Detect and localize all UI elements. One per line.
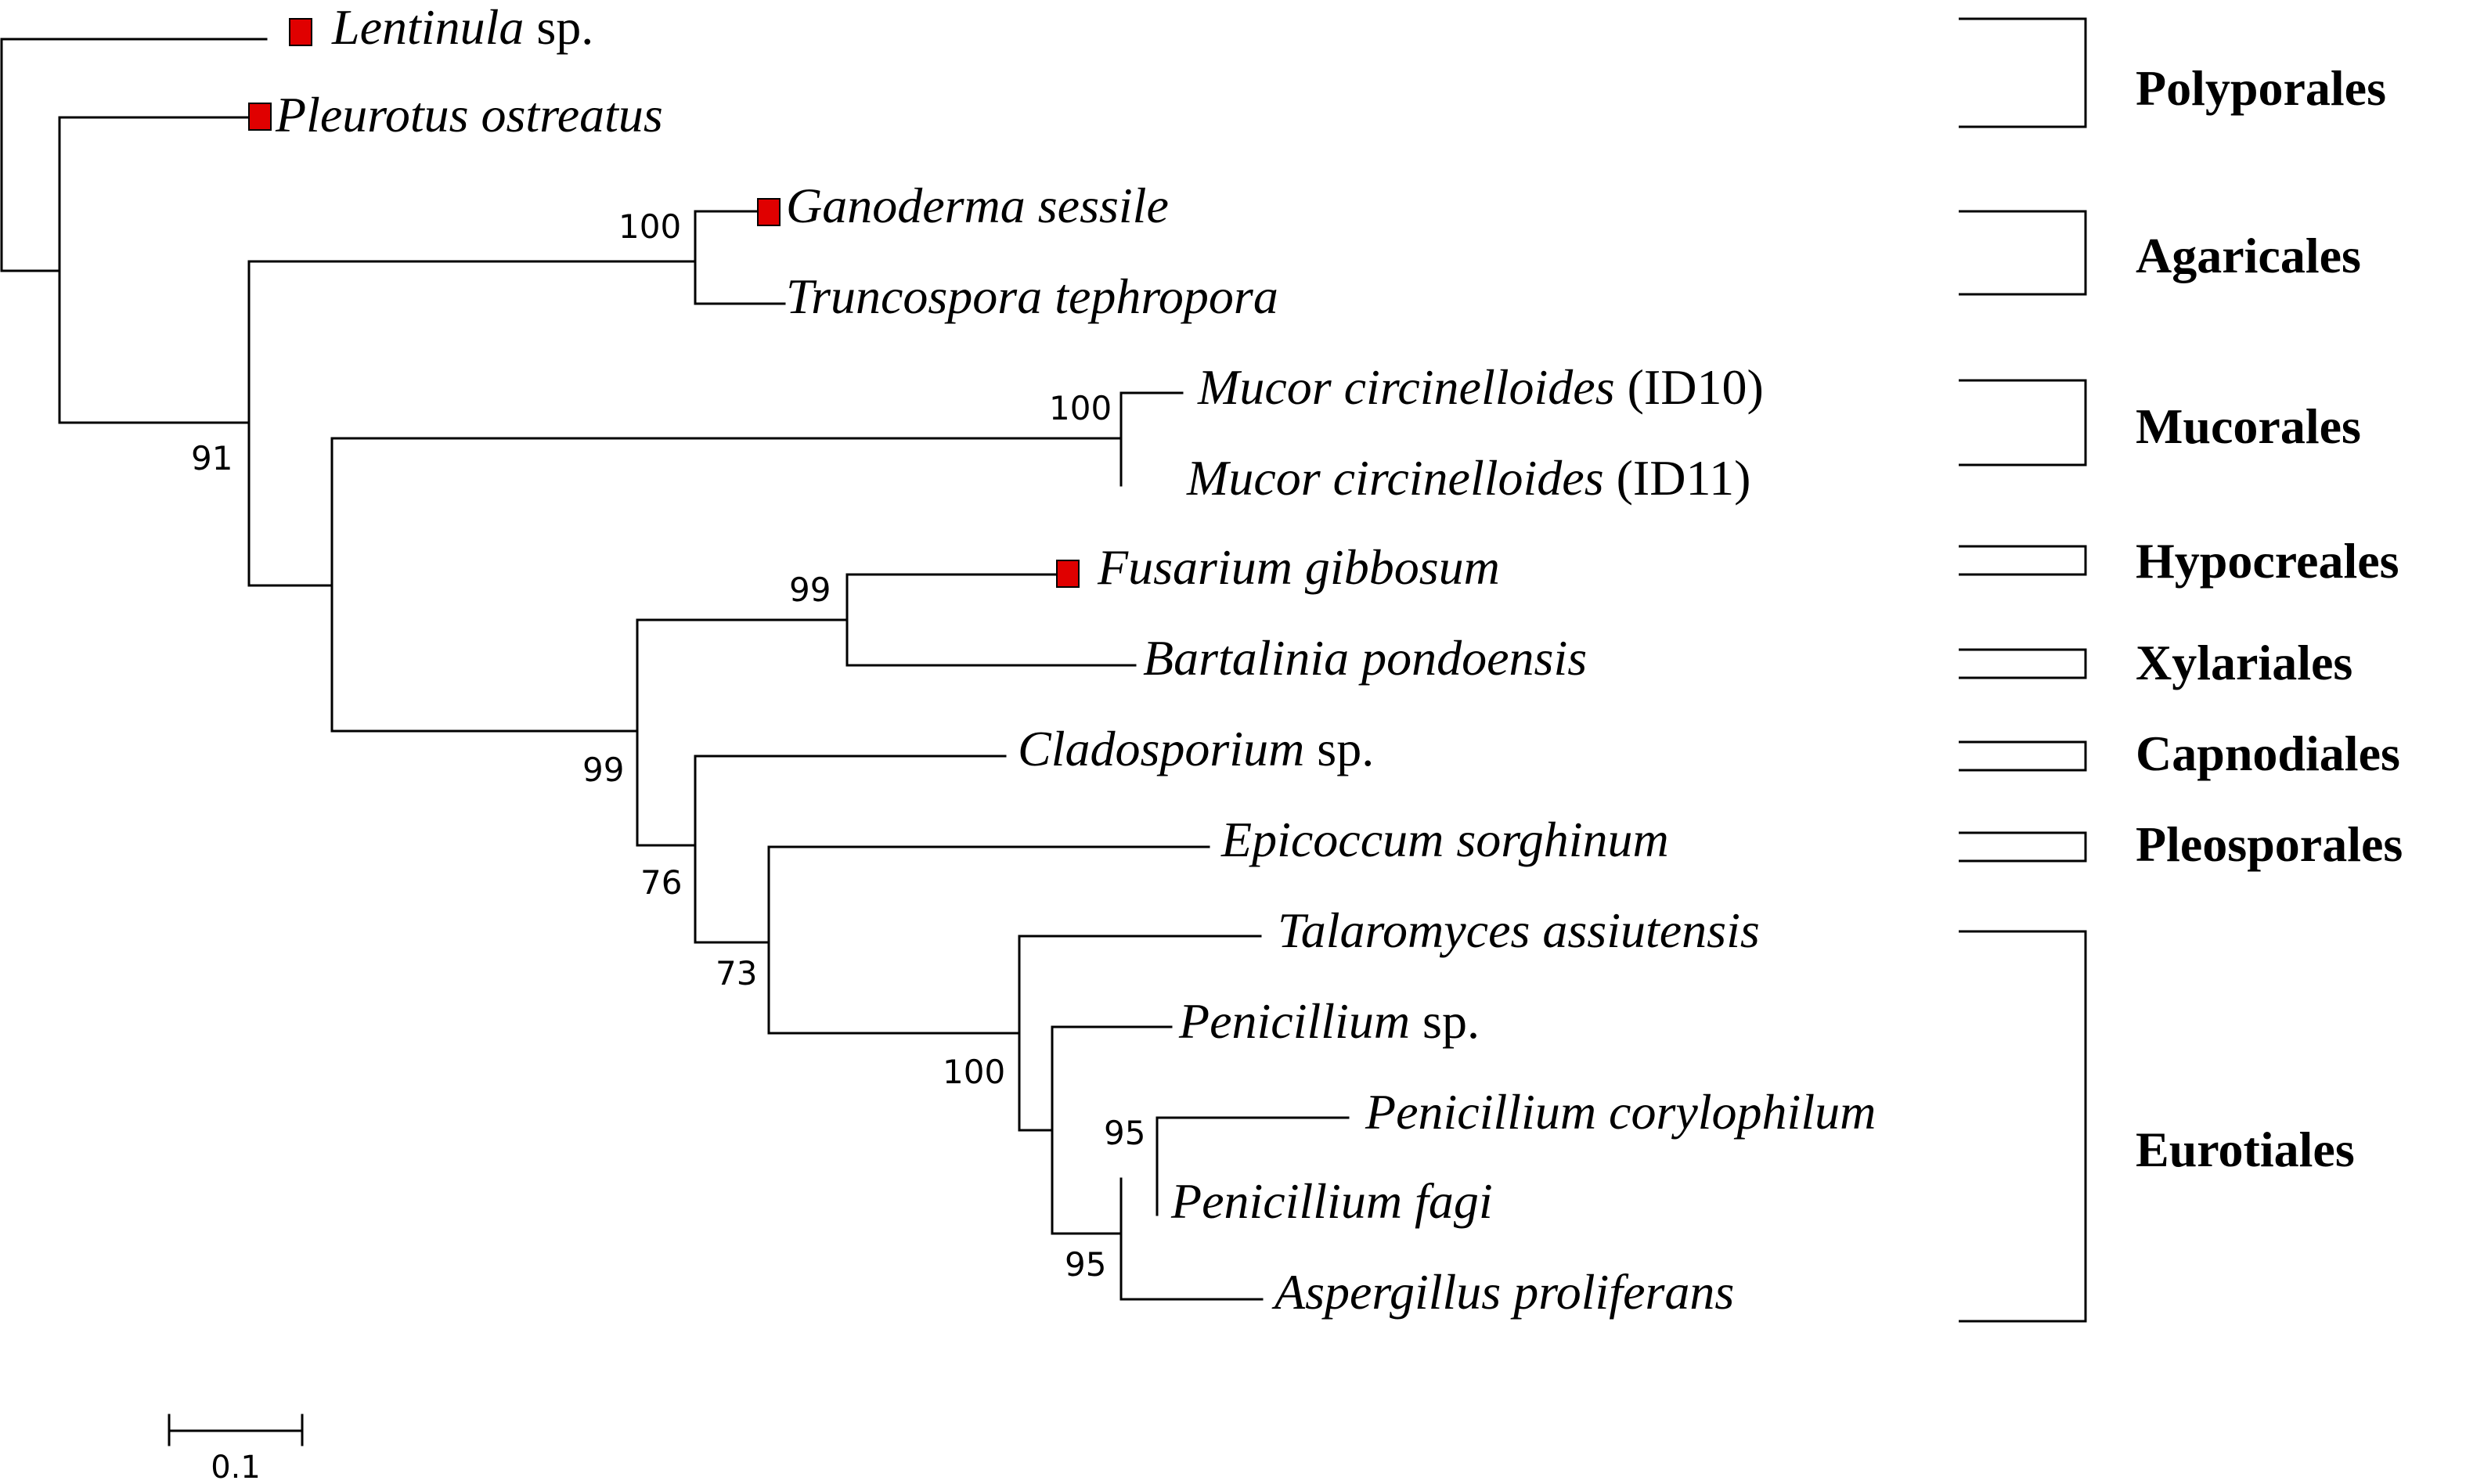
- marker-square-fusarium: [1056, 560, 1080, 588]
- branch-node-b: [247, 260, 697, 587]
- taxon-label-bartalinia: Bartalinia pondoensis: [1143, 630, 1587, 686]
- branch-ganoderma-clade: [694, 210, 786, 305]
- branch-node-d: [636, 618, 849, 847]
- order-label-agaricales: Agaricales: [2136, 228, 2361, 283]
- taxon-label-cladosporium: Cladosporium sp.: [1018, 721, 1374, 776]
- bracket-capnodiales: [1959, 740, 2087, 772]
- bootstrap-label: 100: [618, 207, 681, 246]
- bracket-mucorales: [1959, 379, 2087, 466]
- taxon-label-mucor-id11: Mucor circinelloides (ID11): [1186, 450, 1750, 506]
- order-brackets: [1959, 17, 2087, 1323]
- bootstrap-label: 100: [943, 1053, 1005, 1091]
- bootstrap-label: 95: [1065, 1245, 1106, 1284]
- bootstrap-label: 100: [1049, 389, 1112, 427]
- taxon-label-epicoccum: Epicoccum sorghinum: [1220, 812, 1669, 867]
- scale-bar: 0.1: [168, 1414, 304, 1484]
- branch-node-a: [58, 116, 251, 424]
- taxon-label-aspergillus: Aspergillus proliferans: [1271, 1264, 1734, 1320]
- branch-root: [0, 38, 268, 272]
- marker-square-pleurotus: [248, 103, 272, 131]
- taxon-label-penicillium-corylophilum: Penicillium corylophilum: [1365, 1084, 1876, 1140]
- taxon-label-penicillium-fagi: Penicillium fagi: [1170, 1173, 1493, 1229]
- order-label-capnodiales: Capnodiales: [2136, 726, 2400, 781]
- taxon-label-talaromyces: Talaromyces assiutensis: [1278, 902, 1760, 958]
- branch-node-h: [1051, 1025, 1173, 1235]
- bootstrap-label: 99: [582, 751, 624, 789]
- scale-bar-line: [168, 1414, 304, 1446]
- taxon-label-fusarium: Fusarium gibbosum: [1097, 539, 1500, 595]
- branch-node-i: [1119, 1177, 1264, 1301]
- branch-fusarium-clade: [845, 573, 1137, 667]
- bootstrap-labels: 100 100 91 99 99 76 73 100 95 95: [191, 207, 1145, 1284]
- bootstrap-label: 73: [716, 954, 757, 992]
- branch-node-g: [1018, 935, 1262, 1132]
- branch-node-c: [330, 437, 1123, 733]
- order-label-mucorales: Mucorales: [2136, 398, 2361, 454]
- bracket-agaricales: [1959, 210, 2087, 296]
- bracket-eurotiales: [1959, 930, 2087, 1323]
- bracket-polyporales: [1959, 17, 2087, 128]
- order-labels: Polyporales Agaricales Mucorales Hypocre…: [2136, 60, 2403, 1177]
- taxon-label-lentinula: Lentinula sp.: [331, 0, 593, 55]
- bracket-pleosporales: [1959, 831, 2087, 863]
- marker-square-lentinula: [289, 18, 312, 46]
- taxon-label-ganoderma: Ganoderma sessile: [786, 178, 1169, 233]
- bracket-hypocreales: [1959, 545, 2087, 576]
- branch-node-j: [1155, 1116, 1350, 1216]
- scale-bar-label: 0.1: [211, 1450, 261, 1484]
- taxon-label-mucor-id10: Mucor circinelloides (ID10): [1197, 359, 1764, 415]
- bracket-xylariales: [1959, 648, 2087, 679]
- taxon-labels: Lentinula sp. Pleurotus ostreatus Ganode…: [275, 0, 1876, 1320]
- branch-node-e: [694, 755, 1007, 944]
- bootstrap-label: 99: [789, 571, 831, 609]
- bootstrap-label: 95: [1104, 1114, 1145, 1152]
- order-label-pleosporales: Pleosporales: [2136, 816, 2403, 872]
- marker-group: [248, 18, 1080, 588]
- order-label-polyporales: Polyporales: [2136, 60, 2386, 116]
- bootstrap-label: 76: [640, 863, 682, 902]
- marker-square-ganoderma: [757, 198, 781, 226]
- taxon-label-truncospora: Truncospora tephropora: [786, 268, 1278, 324]
- taxon-label-pleurotus: Pleurotus ostreatus: [275, 87, 663, 142]
- order-label-hypocreales: Hypocreales: [2136, 533, 2399, 589]
- order-label-eurotiales: Eurotiales: [2136, 1122, 2355, 1177]
- order-label-xylariales: Xylariales: [2136, 635, 2352, 690]
- taxon-label-penicillium-sp: Penicillium sp.: [1178, 993, 1480, 1049]
- tree-branches: [0, 38, 1350, 1301]
- branch-node-f: [767, 845, 1210, 1035]
- branch-mucor-clade: [1119, 391, 1184, 487]
- bootstrap-label: 91: [191, 439, 233, 477]
